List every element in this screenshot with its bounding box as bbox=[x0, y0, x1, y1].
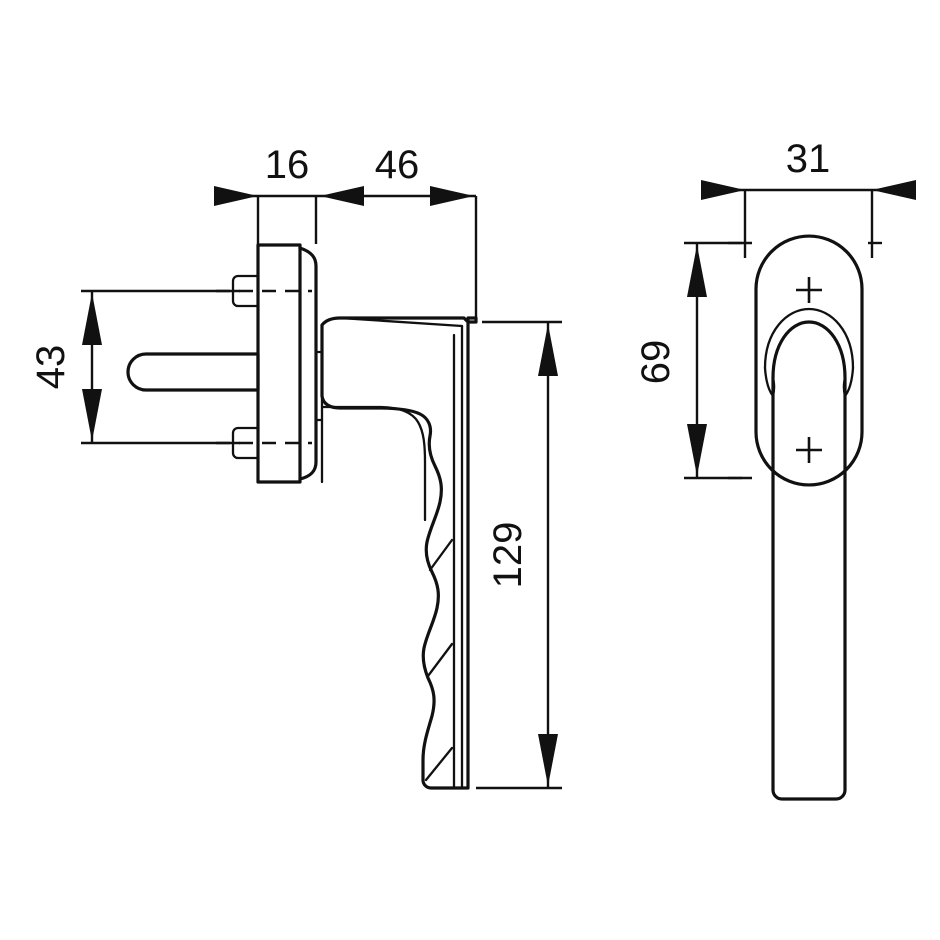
rosette-cover bbox=[298, 246, 318, 481]
dim-69-label: 69 bbox=[634, 340, 678, 385]
grip-facet-1 bbox=[428, 538, 454, 572]
front-view-group bbox=[728, 234, 890, 801]
arrow-31-right bbox=[872, 180, 916, 200]
dim-16-46-group: 16 46 bbox=[214, 143, 478, 318]
grip-facet-3 bbox=[424, 746, 454, 782]
rosette-oval-outer bbox=[754, 234, 864, 487]
arrow-43-bottom bbox=[82, 389, 102, 441]
spindle-bar bbox=[126, 352, 260, 392]
side-view-group bbox=[126, 243, 478, 790]
dim-16-label: 16 bbox=[265, 143, 310, 187]
dim-129-group: 129 bbox=[476, 320, 562, 790]
dim-69-group: 69 bbox=[634, 241, 752, 480]
dim-129-label: 129 bbox=[486, 522, 530, 589]
dim-43-group: 43 bbox=[29, 289, 240, 445]
rosette-plate bbox=[256, 243, 302, 484]
arrow-69-bottom bbox=[687, 424, 707, 476]
rosette-ring-inner-arc bbox=[771, 320, 847, 380]
dim-31-label: 31 bbox=[786, 137, 831, 181]
crosshair-top bbox=[796, 277, 822, 303]
crosshair-bottom bbox=[796, 437, 822, 463]
handle-top-bevel bbox=[338, 316, 464, 328]
arrow-16-left bbox=[214, 186, 258, 206]
dim-31-group: 31 bbox=[701, 137, 916, 258]
rosette-ring-outer-arc bbox=[763, 307, 855, 370]
grip-facet-2 bbox=[426, 642, 454, 678]
dim-46-label: 46 bbox=[375, 143, 420, 187]
arrow-43-top bbox=[82, 293, 102, 345]
arrow-46-left bbox=[320, 186, 364, 206]
arrow-69-top bbox=[687, 245, 707, 297]
handle-neck-underside bbox=[320, 405, 427, 522]
handle-front-outline bbox=[771, 320, 847, 801]
arrow-129-top bbox=[538, 324, 558, 376]
arrow-46-right bbox=[430, 186, 474, 206]
handle-lever-outline bbox=[320, 316, 478, 790]
dim-43-label: 43 bbox=[29, 345, 73, 390]
arrow-31-left bbox=[701, 180, 745, 200]
arrow-129-bottom bbox=[538, 734, 558, 786]
